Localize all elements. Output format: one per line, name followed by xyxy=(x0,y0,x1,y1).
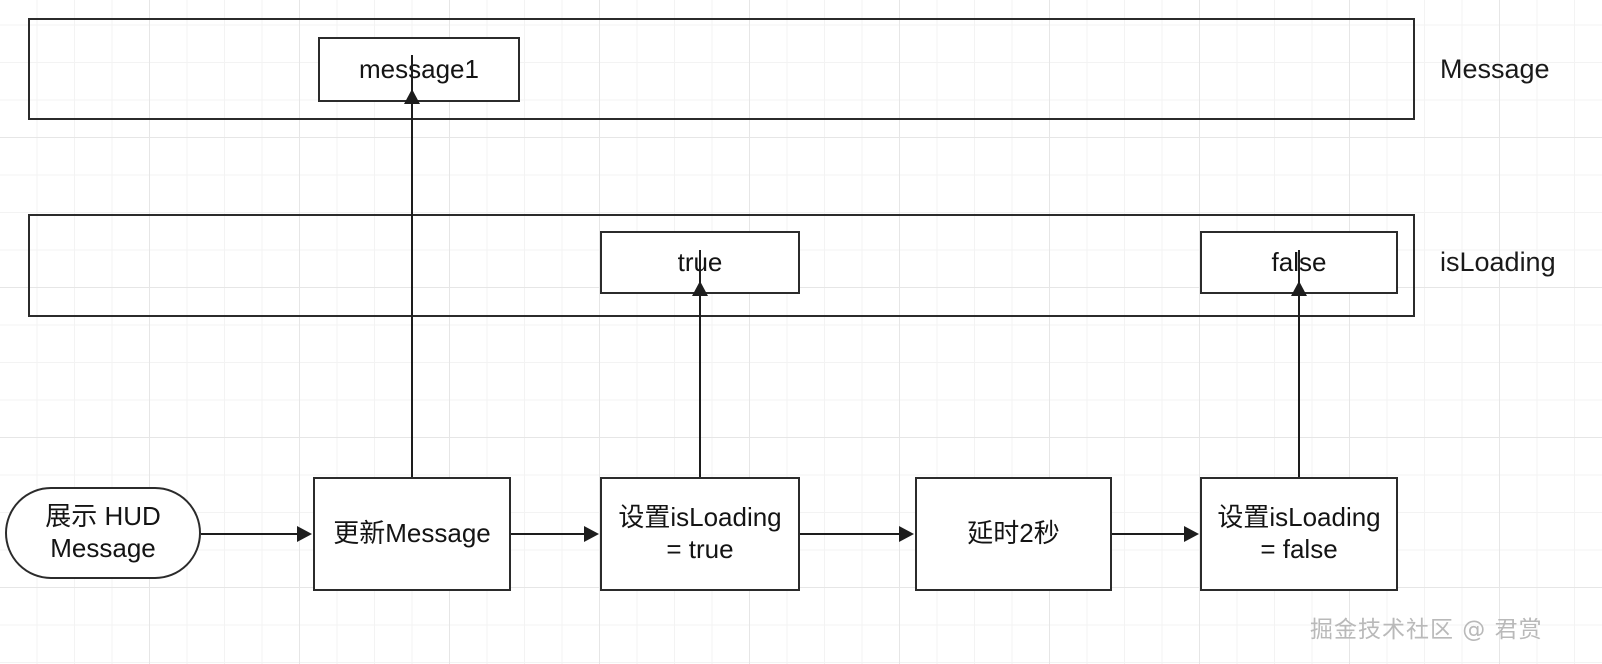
watermark: 掘金技术社区 @ 君赏 xyxy=(1310,617,1543,643)
flow-node-start-label: 展示 HUD Message xyxy=(45,501,161,563)
flow-node-update-message-label: 更新Message xyxy=(333,518,491,549)
connector-start-to-update-arrow xyxy=(297,526,312,542)
lane-message xyxy=(28,18,1415,120)
lane-message-label: Message xyxy=(1440,54,1550,84)
connector-settrue-to-isloadingtrue-arrow xyxy=(692,281,708,296)
flow-node-update-message: 更新Message xyxy=(313,477,511,591)
connector-settrue-to-isloadingtrue-line xyxy=(699,250,701,480)
connector-update-to-settrue-line xyxy=(511,533,585,535)
connector-start-to-update-line xyxy=(201,533,298,535)
flow-node-set-loading-true-label: 设置isLoading = true xyxy=(618,502,782,564)
connector-update-to-message1-line xyxy=(411,55,413,479)
connector-setfalse-to-isloadingfalse-line xyxy=(1298,250,1300,480)
connector-update-to-settrue-arrow xyxy=(584,526,599,542)
connector-delay-to-setfalse-arrow xyxy=(1184,526,1199,542)
flow-node-delay-2s-label: 延时2秒 xyxy=(967,518,1060,549)
connector-settrue-to-delay-line xyxy=(800,533,900,535)
connector-settrue-to-delay-arrow xyxy=(899,526,914,542)
connector-update-to-message1-arrow xyxy=(404,89,420,104)
connector-delay-to-setfalse-line xyxy=(1112,533,1185,535)
flow-node-set-loading-false: 设置isLoading = false xyxy=(1200,477,1398,591)
flow-node-start: 展示 HUD Message xyxy=(5,487,201,579)
flow-node-delay-2s: 延时2秒 xyxy=(915,477,1112,591)
flow-node-set-loading-true: 设置isLoading = true xyxy=(600,477,800,591)
lane-isloading xyxy=(28,214,1415,317)
connector-setfalse-to-isloadingfalse-arrow xyxy=(1291,281,1307,296)
flow-node-set-loading-false-label: 设置isLoading = false xyxy=(1217,502,1381,564)
lane-isloading-label: isLoading xyxy=(1440,247,1556,277)
